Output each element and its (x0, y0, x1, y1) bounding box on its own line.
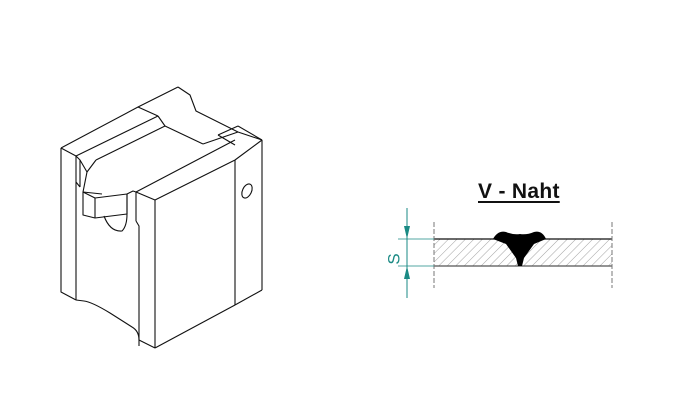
dimension-label: S (384, 253, 404, 265)
isometric-block (60, 86, 263, 349)
hole-icon (241, 183, 253, 199)
weld-cross-section (433, 222, 613, 288)
v-weld-bead (493, 231, 546, 266)
dimension-s (398, 208, 434, 298)
weld-title: V - Naht (478, 180, 560, 203)
